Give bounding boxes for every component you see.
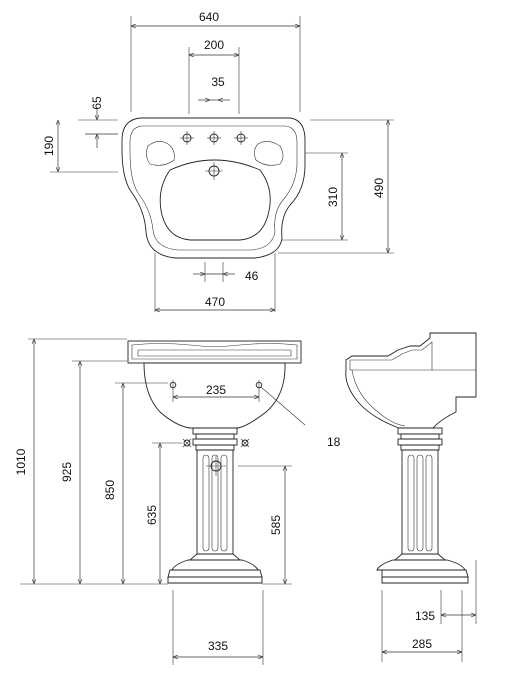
soap-dish-right [254, 141, 284, 166]
label-base-offset: 135 [415, 609, 435, 623]
label-back-width: 470 [205, 295, 225, 309]
fixing-hole-left [169, 380, 177, 390]
tap-hole-right [234, 131, 248, 145]
side-pedestal-column [401, 449, 439, 555]
label-base-depth: 285 [412, 637, 432, 651]
tap-hole-center [207, 131, 221, 145]
basin-inner-rim [129, 125, 298, 251]
side-pedestal-base [376, 553, 469, 584]
label-base-width: 335 [208, 639, 228, 653]
side-view: 135 285 [345, 332, 477, 662]
waste-outlet [206, 456, 226, 476]
front-view: 1010 925 850 235 18 635 585 335 [14, 338, 341, 665]
basin-outline [121, 117, 306, 259]
label-overall-width: 640 [199, 10, 219, 24]
basin-bowl-front [143, 362, 286, 429]
bracket-hole-left [182, 438, 192, 448]
label-waste-height: 585 [269, 515, 283, 535]
tap-hole-left [180, 131, 194, 145]
label-total-height: 1010 [14, 448, 28, 475]
basin-top-slab [127, 340, 302, 364]
basin-side-profile [345, 332, 477, 429]
plan-view: 640 200 35 65 190 310 490 46 470 [42, 10, 394, 312]
label-rim-depth: 65 [90, 96, 104, 110]
soap-dish-left [146, 141, 175, 166]
bracket-hole-right [240, 438, 250, 448]
label-bowl-depth: 310 [326, 187, 340, 207]
leader-fixing-hole [260, 386, 306, 426]
label-rim-height: 925 [60, 462, 74, 482]
label-bracket-spacing: 235 [206, 383, 226, 397]
label-underside-height: 850 [103, 480, 117, 500]
label-tap-hole-gap: 35 [211, 75, 225, 89]
label-fixing-hole-diameter: 18 [327, 435, 341, 449]
label-tap-spacing: 200 [204, 38, 224, 52]
bowl-outline [159, 159, 271, 241]
fixing-hole-right [255, 380, 263, 390]
label-overall-depth: 490 [372, 178, 386, 198]
waste-hole [205, 162, 223, 180]
label-bracket-height: 635 [145, 505, 159, 525]
label-deck-depth: 190 [42, 136, 56, 156]
pedestal-column [196, 449, 234, 555]
label-waste-width: 46 [245, 269, 259, 283]
pedestal-base [167, 553, 263, 584]
